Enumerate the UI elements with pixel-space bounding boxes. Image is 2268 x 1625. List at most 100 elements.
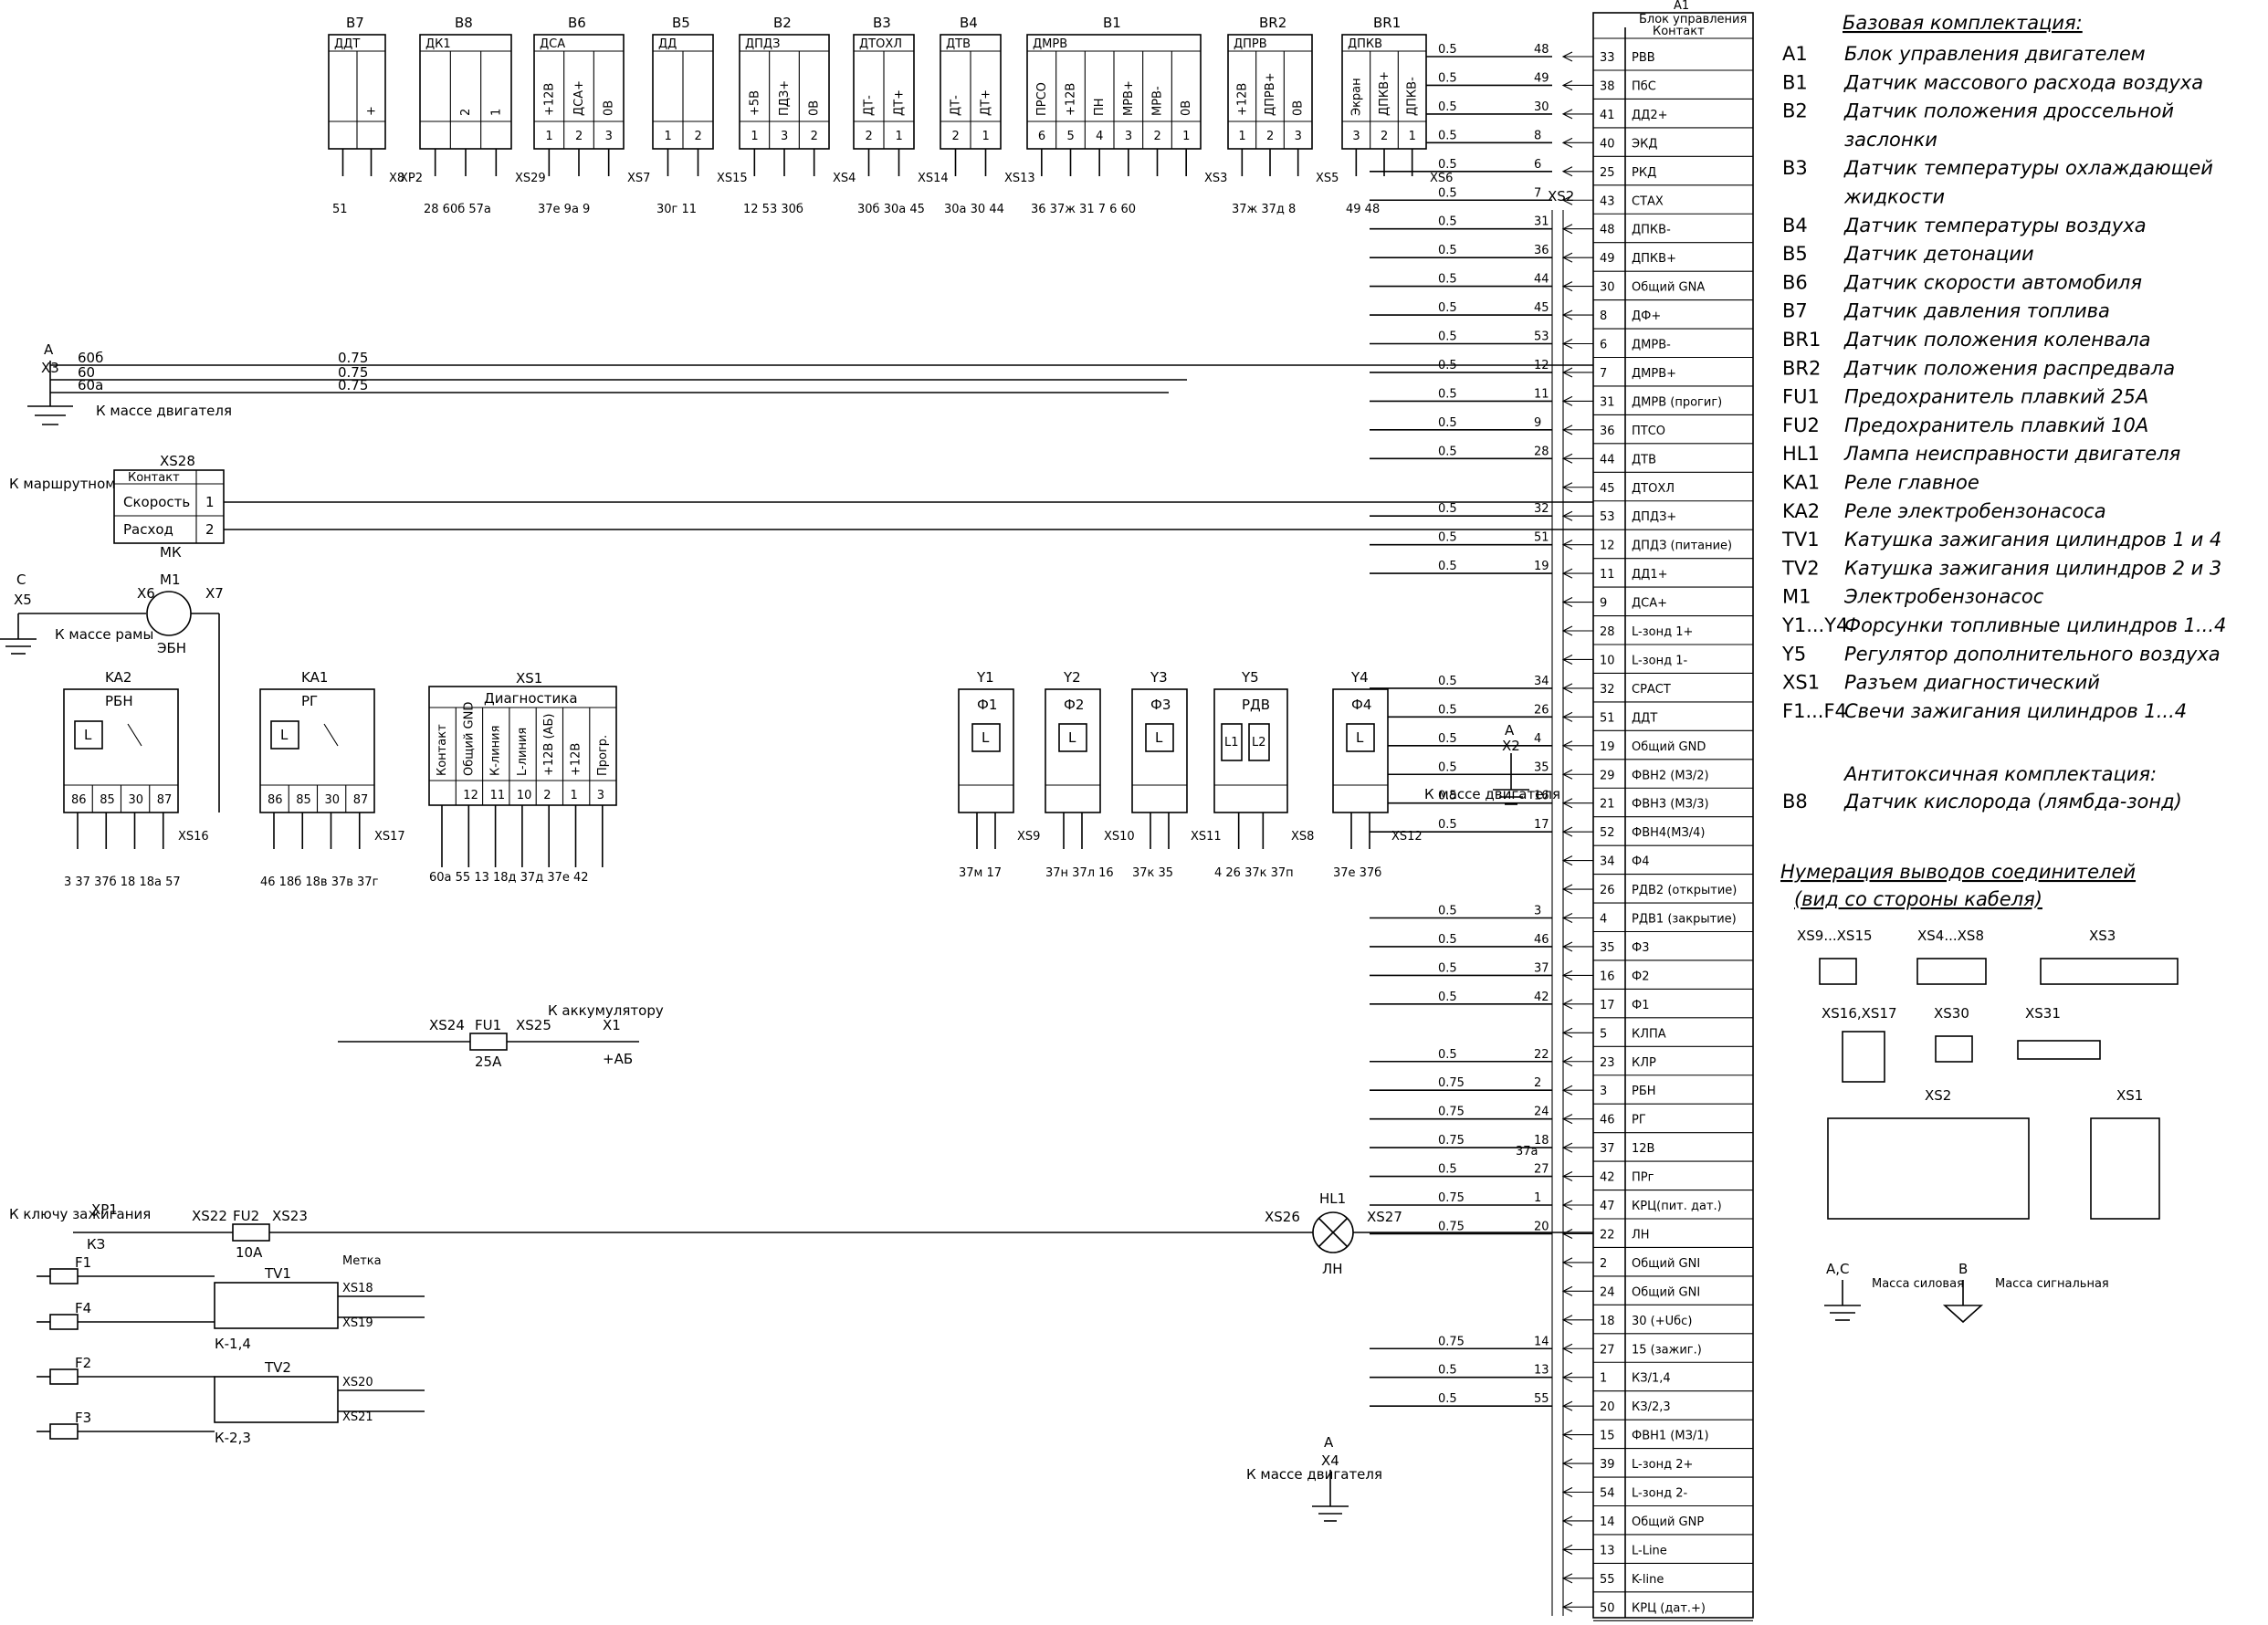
- xs1-id: XS1: [516, 670, 542, 687]
- ecu-pin-name: ФВН4(МЗ/4): [1632, 826, 1706, 840]
- sensor-connector: XS29: [515, 172, 546, 185]
- xs28-row-2-num: 2: [205, 521, 215, 538]
- sensor-pin-label: ДСА+: [572, 80, 586, 116]
- ecu-pin-name: L-зонд 1-: [1632, 654, 1687, 667]
- sensor-body: [1341, 34, 1427, 150]
- legend-desc: Датчик массового расхода воздуха: [1843, 71, 2203, 93]
- legend-desc: Свечи зажигания цилиндров 1...4: [1844, 700, 2187, 722]
- ecu-wire-number: 13: [1534, 1364, 1549, 1378]
- ecu-wire-gauge: 0.75: [1438, 1076, 1465, 1090]
- x6-label: X6: [137, 585, 155, 602]
- sensor-id: B4: [960, 15, 978, 31]
- sensor-pin-number: 1: [751, 130, 758, 143]
- ecu-pin-name: ФВН2 (МЗ/2): [1632, 769, 1709, 782]
- x2-ground-note: К массе двигателя: [1424, 786, 1560, 802]
- ecu-pin-name: 15 (зажиг.): [1632, 1343, 1702, 1357]
- wire-60a: 60а: [78, 377, 103, 393]
- ecu-wire-number: 8: [1534, 129, 1541, 142]
- wire-075-a: 0.75: [338, 350, 368, 366]
- ecu-pin-number: 45: [1600, 482, 1615, 496]
- ground-x4: A X4 К массе двигателя: [1246, 1434, 1382, 1522]
- x2-label: X2: [1502, 738, 1520, 754]
- ecu-pin-name: ДПКВ+: [1632, 252, 1676, 266]
- legend-numbering-sub: (вид со стороны кабеля): [1794, 888, 2042, 910]
- ecu-pin-arrowhead: [1561, 109, 1573, 120]
- ecu-pin-number: 41: [1600, 109, 1615, 122]
- sensor-body: [533, 34, 625, 150]
- ecu-pin-name: K-line: [1632, 1573, 1664, 1587]
- ecu-pin-number: 47: [1600, 1200, 1615, 1213]
- spark-plug: [49, 1423, 79, 1440]
- ecu-wire-gauge: 0.5: [1438, 215, 1457, 229]
- xs1-pin-number: 10: [517, 789, 532, 802]
- legend-code: KA1: [1782, 472, 1820, 494]
- sensor-pin-number: 3: [605, 130, 613, 143]
- fu1-value: 25А: [475, 1054, 502, 1070]
- relay-wire-ids: 3 37 37б 18 18а 57: [64, 875, 181, 889]
- ecu-contact-header: Контакт: [1653, 25, 1705, 38]
- ecu-pin-name: РКД: [1632, 166, 1656, 180]
- sensor-connector: XS15: [717, 172, 748, 185]
- ecu-wire-gauge: 0.5: [1438, 732, 1457, 746]
- xs1-col-label: К-линия: [489, 726, 503, 776]
- ecu-wire-number: 49: [1534, 71, 1549, 85]
- conn-xs4-label: XS4...XS8: [1917, 928, 1984, 944]
- legend-code: A1: [1782, 43, 1808, 65]
- coil-connector-b: XS19: [342, 1316, 373, 1330]
- legend-desc: заслонки: [1844, 129, 1937, 151]
- ecu-pin-number: 28: [1600, 625, 1615, 639]
- sensor-name: ДПРВ: [1234, 37, 1267, 51]
- sensor-pin-number: 1: [665, 130, 672, 143]
- k3-label: КЗ: [87, 1236, 105, 1253]
- ecu-pin-number: 33: [1600, 51, 1615, 65]
- coil-id: TV1: [264, 1265, 291, 1282]
- sensor-wire-ids: 51: [332, 203, 348, 216]
- sensor-pin-label: 0В: [1180, 100, 1193, 116]
- injector-name: Ф3: [1150, 697, 1171, 713]
- legend-code: B7: [1782, 300, 1808, 322]
- legend-desc: Разъем диагностический: [1844, 672, 2100, 694]
- legend-desc: Регулятор дополнительного воздуха: [1844, 643, 2221, 665]
- sensor-body: [419, 34, 512, 150]
- sensor-connector: XS4: [833, 172, 856, 185]
- ecu-pin-name: ДТОХЛ: [1632, 482, 1675, 496]
- ecu-wire-number: 35: [1534, 760, 1549, 774]
- sensor-pin-label: ДТ+: [893, 89, 907, 116]
- sensor-pin-label: 0В: [603, 100, 616, 116]
- sensor-connector: XS14: [918, 172, 949, 185]
- relay-id: KA1: [301, 669, 328, 686]
- injector-name: Ф1: [977, 697, 997, 713]
- legend-desc: Предохранитель плавкий 10А: [1844, 414, 2148, 436]
- ecu-pin-number: 36: [1600, 425, 1615, 438]
- xs26-label: XS26: [1265, 1209, 1300, 1225]
- injector-coil-label: L: [1068, 729, 1076, 746]
- sensor-pin-number: 1: [1238, 130, 1245, 143]
- conn-xs16-label: XS16,XS17: [1822, 1005, 1897, 1022]
- wire-60: 60: [78, 364, 95, 381]
- relay-connector: XS16: [178, 830, 209, 844]
- ecu-wire-gauge: 0.5: [1438, 1392, 1457, 1406]
- sensor-pin-label: ДПКВ-: [1406, 77, 1420, 116]
- ecu-pin-number: 27: [1600, 1343, 1615, 1357]
- legend-code: HL1: [1782, 443, 1820, 465]
- injector-coil: [971, 723, 1001, 752]
- xs28-header: Контакт: [128, 471, 180, 485]
- fu2-label: FU2: [233, 1208, 259, 1224]
- ecu-wire-gauge: 0.5: [1438, 273, 1457, 287]
- ecu-wire-number: 45: [1534, 301, 1549, 315]
- sensor-pin-label: МРВ-: [1151, 86, 1165, 116]
- sensor-connector: XS7: [627, 172, 650, 185]
- ecu-pin-number: 35: [1600, 941, 1615, 955]
- ecu-wire-gauge: 0.5: [1438, 387, 1457, 401]
- xs1-col-label: Прогр.: [596, 735, 610, 776]
- ecu-pin-name: Ф4: [1632, 855, 1649, 869]
- ecu-wire-gauge: 0.5: [1438, 186, 1457, 200]
- xs23-label: XS23: [272, 1208, 308, 1224]
- sensor-pin-label: Экран: [1349, 78, 1363, 116]
- ecu-pin-number: 44: [1600, 453, 1615, 467]
- coil-connector-a: XS20: [342, 1376, 373, 1389]
- relay-pin-number: 87: [157, 793, 173, 807]
- sensor-connector: XS13: [1004, 172, 1035, 185]
